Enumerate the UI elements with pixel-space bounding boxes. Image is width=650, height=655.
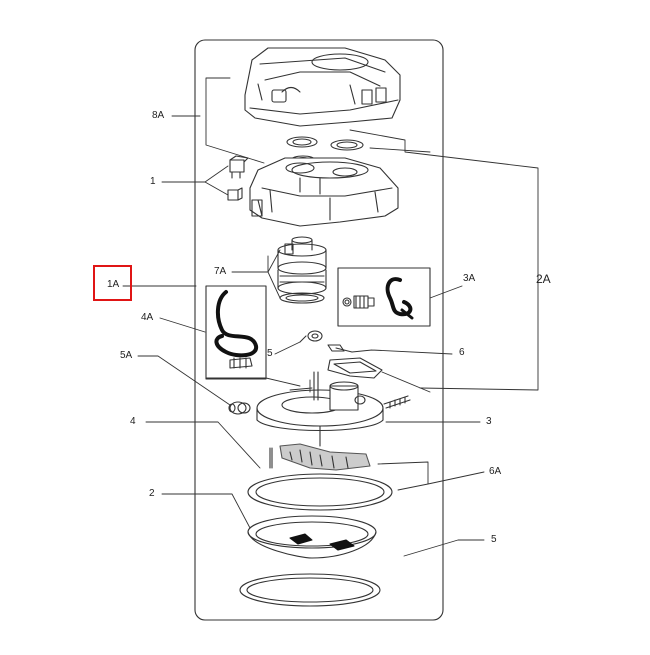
part-cord-box (205, 285, 267, 380)
label-6: 6 (459, 347, 465, 358)
leader-lines (122, 77, 539, 557)
part-knob (228, 401, 251, 415)
label-5A: 5A (120, 350, 133, 361)
label-7A: 7A (214, 266, 227, 277)
part-tray (247, 515, 377, 559)
part-base (256, 371, 411, 447)
label-3A: 3A (463, 273, 476, 284)
part-switch (227, 155, 249, 201)
part-top-cover (244, 47, 401, 127)
label-4A: 4A (141, 312, 154, 323)
part-gasket-loop (327, 357, 383, 379)
part-bottom-ring (239, 573, 381, 607)
label-1: 1 (150, 176, 156, 187)
part-large-ring (247, 473, 393, 511)
part-hose-kit-box (337, 267, 431, 327)
label-1A-highlight (93, 265, 132, 301)
label-5-tray: 5 (491, 534, 497, 545)
label-6A: 6A (489, 466, 502, 477)
label-1A: 1A (107, 279, 120, 290)
label-4: 4 (130, 416, 136, 427)
part-motor-housing (249, 157, 399, 227)
part-bracket (327, 344, 353, 353)
part-filter-cage (269, 443, 371, 471)
part-motor (277, 236, 327, 304)
label-3: 3 (486, 416, 492, 427)
assembly-frame (194, 39, 444, 621)
label-5-small-filter: 5 (267, 348, 273, 359)
label-2: 2 (149, 488, 155, 499)
label-8A: 8A (152, 110, 165, 121)
label-2A: 2A (536, 272, 551, 286)
part-small-filter (299, 330, 323, 343)
